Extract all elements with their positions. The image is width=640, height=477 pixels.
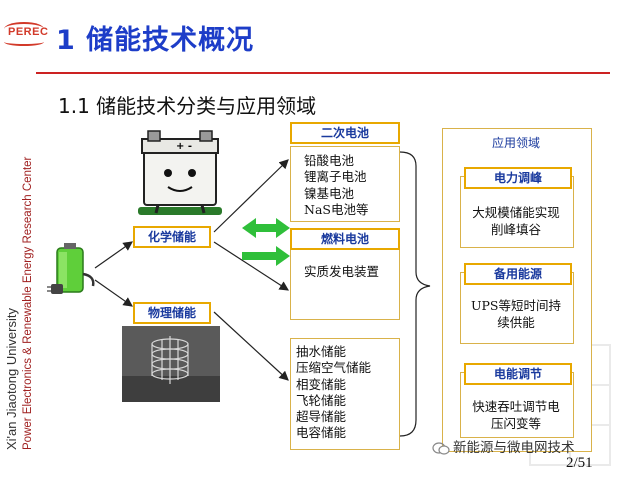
app-label-power-quality: 电能调节 [464, 363, 572, 385]
secondary-battery-label: 二次电池 [290, 122, 400, 144]
physical-storage-box [290, 338, 400, 450]
list-item: 电容储能 [296, 425, 347, 441]
list-item: 超导储能 [296, 409, 347, 425]
app-desc-backup-power: UPS等短时间持 续供能 [460, 297, 572, 331]
physical-storage-label: 物理储能 [133, 302, 211, 324]
slide-title: 1 储能技术概况 [56, 25, 255, 56]
app-label-backup-power: 备用能源 [464, 263, 572, 285]
page-number: 2/51 [566, 455, 593, 471]
app-label-peak-shaving: 电力调峰 [464, 167, 572, 189]
fuel-cell-box [290, 246, 400, 320]
physical-storage-photo [122, 326, 220, 402]
green-arrows [242, 218, 290, 266]
list-item: 镍基电池 [304, 185, 355, 201]
perec-logo: PEREC [2, 22, 49, 46]
list-item: 铅酸电池 [304, 153, 355, 168]
green-battery-plug-icon [47, 243, 95, 294]
desc-line: 削峰填谷 [490, 222, 541, 237]
title-rule [36, 72, 610, 74]
list-item: 相变储能 [296, 376, 347, 392]
desc-line: 快速吞吐调节电 [472, 399, 560, 414]
app-desc-peak-shaving: 大规模储能实现 削峰填谷 [460, 204, 572, 238]
fuel-cell-list: 实质发电装置 [304, 264, 379, 280]
desc-line: 大规模储能实现 [472, 205, 560, 220]
list-item: 锂离子电池 [304, 169, 367, 185]
logo-text: PEREC [8, 26, 49, 38]
desc-line: 续供能 [497, 315, 535, 330]
list-item: NaS电池等 [304, 201, 369, 217]
chemical-storage-label: 化学储能 [133, 226, 211, 248]
desc-line: 压闪变等 [490, 416, 541, 431]
svg-text:+ -: + - [176, 141, 192, 152]
list-item: 压缩空气储能 [296, 360, 372, 376]
secondary-battery-list: 铅酸电池 锂离子电池 镍基电池 NaS电池等 [304, 153, 368, 218]
watermark-text: 新能源与微电网技术 [453, 440, 575, 456]
wechat-icon [432, 441, 450, 455]
list-item: 飞轮储能 [296, 392, 347, 408]
wechat-watermark: 新能源与微电网技术 [432, 436, 575, 456]
section-subtitle: 1.1 储能技术分类与应用领域 [58, 94, 317, 118]
list-item: 实质发电装置 [304, 264, 380, 279]
desc-line: UPS等短时间持 [470, 298, 561, 313]
fuel-cell-label: 燃料电池 [290, 228, 400, 250]
secondary-battery-box [290, 146, 400, 222]
app-desc-power-quality: 快速吞吐调节电 压闪变等 [460, 398, 572, 432]
battery-character-icon: + - [138, 130, 222, 215]
applications-title: 应用领域 [491, 136, 540, 150]
physical-storage-list: 抽水储能 压缩空气储能 相变储能 飞轮储能 超导储能 电容储能 [296, 344, 371, 442]
list-item: 抽水储能 [296, 344, 347, 359]
